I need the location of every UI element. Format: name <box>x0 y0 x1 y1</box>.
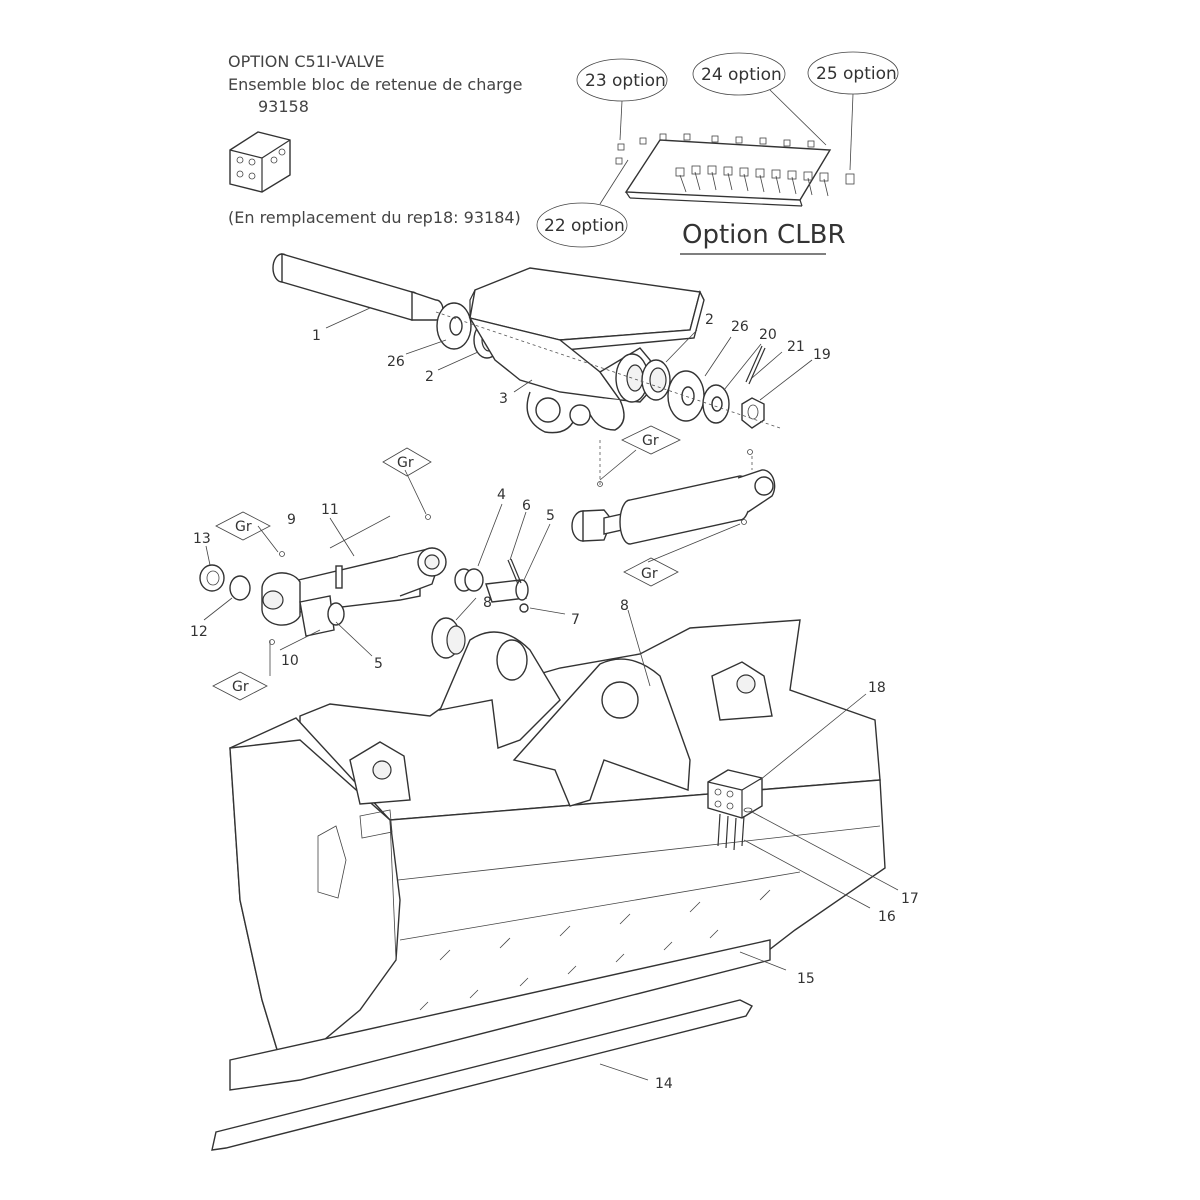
part-5-pin-upper <box>485 579 529 603</box>
grease-point-marker: Gr <box>212 639 275 701</box>
leader-lines <box>203 307 899 1081</box>
part-17-washers <box>743 807 753 813</box>
label-part-9: 9 <box>287 512 296 528</box>
label-part-13: 13 <box>193 531 211 547</box>
grease-label: Gr <box>235 519 252 535</box>
rod-eye-left <box>261 572 301 626</box>
label-part-17: 17 <box>901 891 919 907</box>
grease-label: Gr <box>642 433 659 449</box>
part-7-nut <box>519 603 529 613</box>
grease-point-marker: Gr <box>215 511 285 557</box>
label-part-1: 1 <box>312 328 321 344</box>
label-part-5-upper: 5 <box>546 508 555 524</box>
part-21-cotter-pin <box>745 345 766 385</box>
bucket-body <box>211 619 886 1151</box>
grease-label: Gr <box>641 566 658 582</box>
clbr-bubble-25: 25 option <box>807 51 899 95</box>
label-part-26-right: 26 <box>731 319 749 335</box>
label-part-19: 19 <box>813 347 831 363</box>
label-part-21: 21 <box>787 339 805 355</box>
label-part-8-right: 8 <box>620 598 629 614</box>
grease-label: Gr <box>397 455 414 471</box>
label-part-15: 15 <box>797 971 815 987</box>
label-part-18: 18 <box>868 680 886 696</box>
label-part-14: 14 <box>655 1076 673 1092</box>
part-26-washer-right <box>667 370 705 422</box>
label-part-20: 20 <box>759 327 777 343</box>
hydraulic-cylinder-right <box>571 469 776 545</box>
option-description: Ensemble bloc de retenue de charge <box>228 75 522 94</box>
label-part-10: 10 <box>281 653 299 669</box>
label-part-8-left: 8 <box>483 595 492 611</box>
grease-point-marker: Gr <box>597 425 753 487</box>
clbr-bubble-22-label: 22 option <box>544 216 625 236</box>
part-9-grease-pin <box>335 565 343 589</box>
label-part-11: 11 <box>321 502 339 518</box>
label-part-5-lower: 5 <box>374 656 383 672</box>
valve-block-icon <box>229 131 291 193</box>
clbr-bubble-23-label: 23 option <box>585 71 666 91</box>
label-part-12: 12 <box>190 624 208 640</box>
part-18-valve-block <box>707 769 763 819</box>
label-part-7: 7 <box>571 612 580 628</box>
part-16-bolts <box>717 813 745 851</box>
part-2-bushing-right <box>641 359 671 401</box>
part-5-pin-lower <box>299 595 345 637</box>
clbr-bubble-22: 22 option <box>536 202 628 248</box>
part-26-washer-left <box>436 302 472 350</box>
label-part-3: 3 <box>499 391 508 407</box>
part-4-bushing <box>454 568 484 592</box>
clbr-title-group: Option CLBR <box>680 220 846 255</box>
label-part-2-right: 2 <box>705 312 714 328</box>
clbr-title: Option CLBR <box>682 220 846 250</box>
label-part-6: 6 <box>522 498 531 514</box>
option-title: OPTION C51I-VALVE <box>228 52 385 71</box>
part-12-circlip <box>229 575 251 601</box>
part-13-rod-seal <box>199 564 225 592</box>
grease-point-marker: Gr <box>623 519 747 587</box>
label-part-26-left: 26 <box>387 354 405 370</box>
part-20-washer <box>702 384 730 424</box>
clbr-bubble-25-label: 25 option <box>816 64 897 84</box>
grease-point-marker: Gr <box>382 447 432 520</box>
part-19-castle-nut <box>741 397 765 429</box>
clbr-bubble-24-label: 24 option <box>701 65 782 85</box>
part-8-bushing-left <box>431 617 466 659</box>
replacement-note: (En remplacement du rep18: 93184) <box>228 208 521 227</box>
label-part-4: 4 <box>497 487 506 503</box>
option-part-number: 93158 <box>258 97 309 116</box>
label-part-16: 16 <box>878 909 896 925</box>
clbr-bubble-24: 24 option <box>692 52 786 96</box>
part-1-pivot-pin <box>272 253 444 321</box>
clbr-bubble-23: 23 option <box>576 58 668 102</box>
clbr-bolts <box>615 133 855 197</box>
part-6-bolt <box>507 558 522 585</box>
tilt-head-block <box>468 267 705 434</box>
label-part-2-left: 2 <box>425 369 434 385</box>
grease-label: Gr <box>232 679 249 695</box>
clbr-wear-plate <box>624 139 832 207</box>
